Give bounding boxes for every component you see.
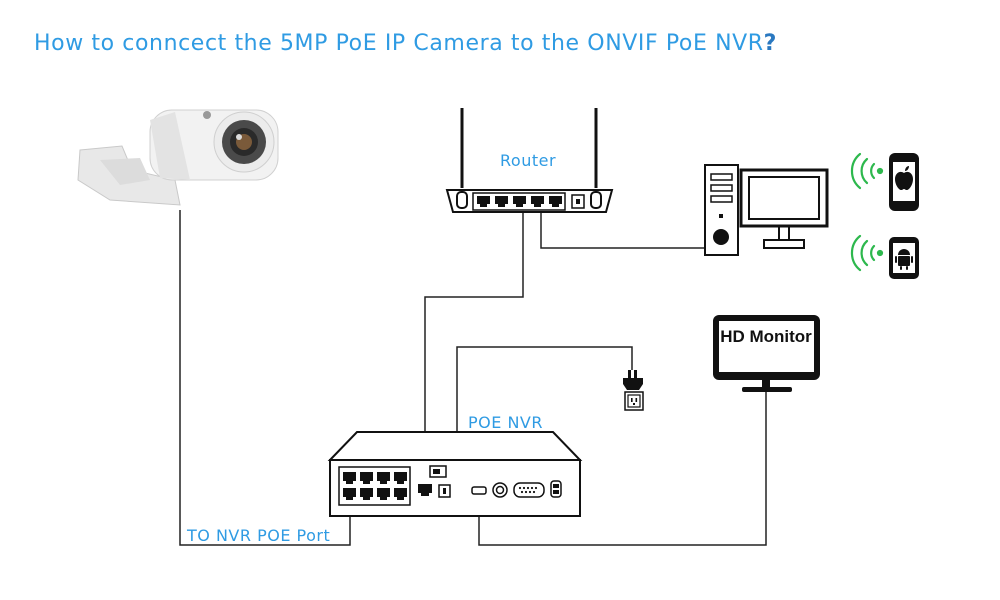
nvr-poe-port-label: TO NVR POE Port xyxy=(187,526,331,545)
android-icon xyxy=(895,249,913,270)
wifi-icon xyxy=(850,152,884,190)
router-to-nvr-cable xyxy=(424,212,524,487)
ip-camera xyxy=(77,109,279,206)
page-title: How to conncect the 5MP PoE IP Camera to… xyxy=(34,31,777,56)
router xyxy=(445,108,614,213)
power-plug xyxy=(623,370,644,411)
wifi-icon xyxy=(850,234,884,272)
title-question-mark: ? xyxy=(763,31,778,56)
hd-monitor-label: HD Monitor xyxy=(720,327,812,346)
computer xyxy=(704,164,829,256)
router-to-pc-cable xyxy=(540,212,705,249)
hd-monitor xyxy=(713,315,820,392)
apple-icon xyxy=(895,166,913,190)
title-text: How to conncect the 5MP PoE IP Camera to… xyxy=(34,31,764,56)
phone-apple xyxy=(850,152,919,211)
poe-nvr-label: POE NVR xyxy=(468,413,543,432)
camera-to-nvr-cable xyxy=(179,210,351,546)
router-label: Router xyxy=(500,151,557,170)
phone-android xyxy=(850,234,919,279)
poe-nvr xyxy=(327,431,583,517)
nvr-poe-ports xyxy=(343,472,407,500)
nvr-to-monitor-cable xyxy=(478,390,767,546)
